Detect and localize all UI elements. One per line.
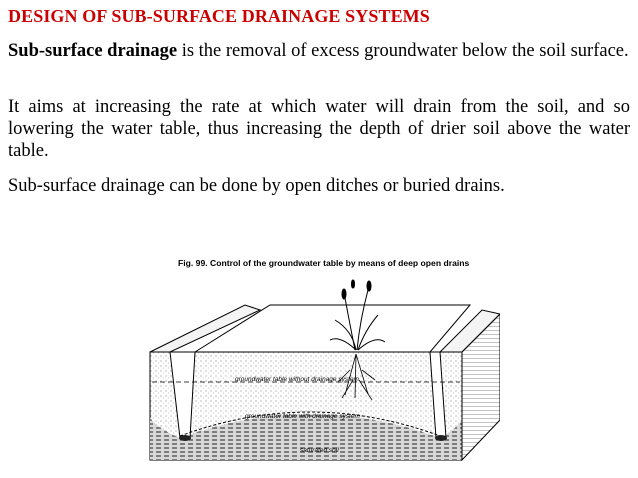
drainage-figure: Fig. 99. Control of the groundwater tabl… [140,256,500,478]
figure-caption: Fig. 99. Control of the groundwater tabl… [178,258,470,268]
definition-text: is the removal of excess groundwater bel… [177,41,629,61]
plant-roots-icon [337,353,376,401]
paragraph-methods: Sub-surface drainage can be done by open… [8,176,505,196]
left-drain-water [179,435,191,441]
paragraph-definition: Sub-surface drainage is the removal of e… [8,40,630,62]
label-water-table-without: groundwater table without drainage syste… [235,376,360,383]
plant-icon [329,279,386,351]
page-title: DESIGN OF SUB-SURFACE DRAINAGE SYSTEMS [8,6,430,26]
label-saturated-soil: saturated soil [300,447,339,454]
paragraph-aims: It aims at increasing the rate at which … [8,97,630,161]
right-bank-side [461,313,500,462]
saturated-soil-zone [150,414,462,460]
water-table-with-drainage [179,411,441,437]
term-subsurface-drainage: Sub-surface drainage [8,41,178,61]
right-drain-water [435,435,447,441]
label-water-table-with: groundwater table with drainage system [245,413,360,420]
drainage-cross-section-illustration: groundwater table without drainage syste… [149,279,500,462]
